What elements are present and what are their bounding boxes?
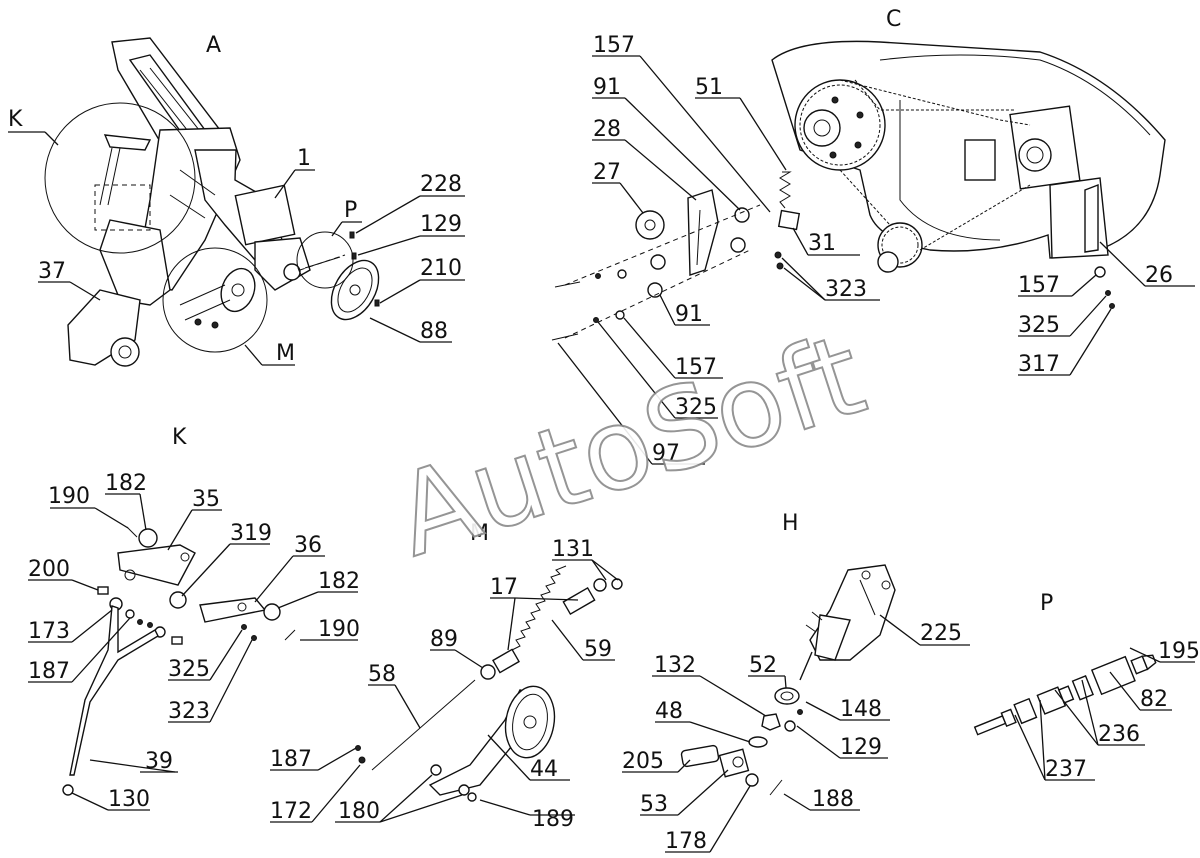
label-36: 36 [294, 533, 322, 558]
label-82: 82 [1140, 687, 1168, 712]
label-58: 58 [368, 662, 396, 687]
label-44: 44 [530, 757, 558, 782]
label-91-bottom: 91 [675, 302, 703, 327]
pulley-m-preview [179, 267, 256, 329]
label-39: 39 [145, 749, 173, 774]
section-title-c: C [886, 7, 901, 32]
label-173: 173 [28, 619, 70, 644]
assembly-m: M 131 17 89 59 [270, 521, 623, 832]
label-190-k: 190 [48, 484, 90, 509]
label-180: 180 [338, 799, 380, 824]
label-91-top: 91 [593, 75, 621, 100]
detail-circle-k [44, 102, 196, 254]
label-187-m: 187 [270, 747, 312, 772]
label-131: 131 [552, 537, 594, 562]
label-132: 132 [654, 653, 696, 678]
section-title-h: H [782, 511, 799, 536]
label-48: 48 [655, 699, 683, 724]
label-182-k: 182 [105, 471, 147, 496]
detail-mark-k: K [8, 107, 23, 132]
label-52: 52 [749, 653, 777, 678]
section-title-a: A [206, 33, 221, 58]
label-130: 130 [108, 787, 150, 812]
label-172: 172 [270, 799, 312, 824]
assembly-c: C [551, 7, 1195, 466]
label-26: 26 [1145, 263, 1173, 288]
label-35: 35 [192, 487, 220, 512]
label-88: 88 [420, 319, 448, 344]
label-317: 317 [1018, 352, 1060, 377]
label-129: 129 [420, 212, 462, 237]
handwheel-88 [283, 231, 380, 321]
label-189: 189 [532, 807, 574, 832]
label-17: 17 [490, 575, 518, 600]
label-325-mid: 325 [675, 395, 717, 420]
label-59: 59 [584, 637, 612, 662]
detail-circle-p [296, 231, 354, 289]
label-28: 28 [593, 117, 621, 142]
label-200: 200 [28, 557, 70, 582]
label-190-k2: 190 [318, 617, 360, 642]
label-157-right: 157 [1018, 273, 1060, 298]
label-188: 188 [812, 787, 854, 812]
label-148: 148 [840, 697, 882, 722]
label-157-mid: 157 [675, 355, 717, 380]
label-178: 178 [665, 829, 707, 854]
label-323-k: 323 [168, 699, 210, 724]
label-97: 97 [652, 441, 680, 466]
label-325-right: 325 [1018, 313, 1060, 338]
label-1: 1 [297, 146, 311, 171]
label-323: 323 [825, 277, 867, 302]
assembly-a: A [8, 33, 465, 367]
assembly-h: H 225 132 52 148 [622, 511, 970, 854]
label-51: 51 [695, 75, 723, 100]
label-195: 195 [1158, 639, 1200, 664]
label-187-k: 187 [28, 659, 70, 684]
label-53: 53 [640, 792, 668, 817]
detail-mark-m: M [276, 341, 295, 366]
label-31: 31 [808, 231, 836, 256]
chute-assembly [67, 37, 311, 367]
label-37: 37 [38, 259, 66, 284]
label-89: 89 [430, 627, 458, 652]
label-236: 236 [1098, 722, 1140, 747]
assembly-k: K 190 182 35 319 [28, 425, 360, 812]
watermark: AutoSoft [381, 310, 879, 582]
section-title-k: K [172, 425, 187, 450]
label-228: 228 [420, 172, 462, 197]
label-205: 205 [622, 749, 664, 774]
detail-circle-m [162, 247, 268, 353]
section-title-m: M [470, 521, 489, 546]
label-157-top: 157 [593, 33, 635, 58]
assembly-p: P 195 82 236 237 [973, 591, 1200, 782]
label-237: 237 [1045, 757, 1087, 782]
auger-housing [771, 40, 1166, 273]
detail-mark-p: P [344, 198, 357, 223]
label-325-k: 325 [168, 657, 210, 682]
label-27: 27 [593, 160, 621, 185]
label-225: 225 [920, 621, 962, 646]
label-182-k2: 182 [318, 569, 360, 594]
section-title-p: P [1040, 591, 1053, 616]
label-210: 210 [420, 256, 462, 281]
label-129-h: 129 [840, 735, 882, 760]
label-319: 319 [230, 521, 272, 546]
tensioner-parts [551, 171, 1115, 341]
